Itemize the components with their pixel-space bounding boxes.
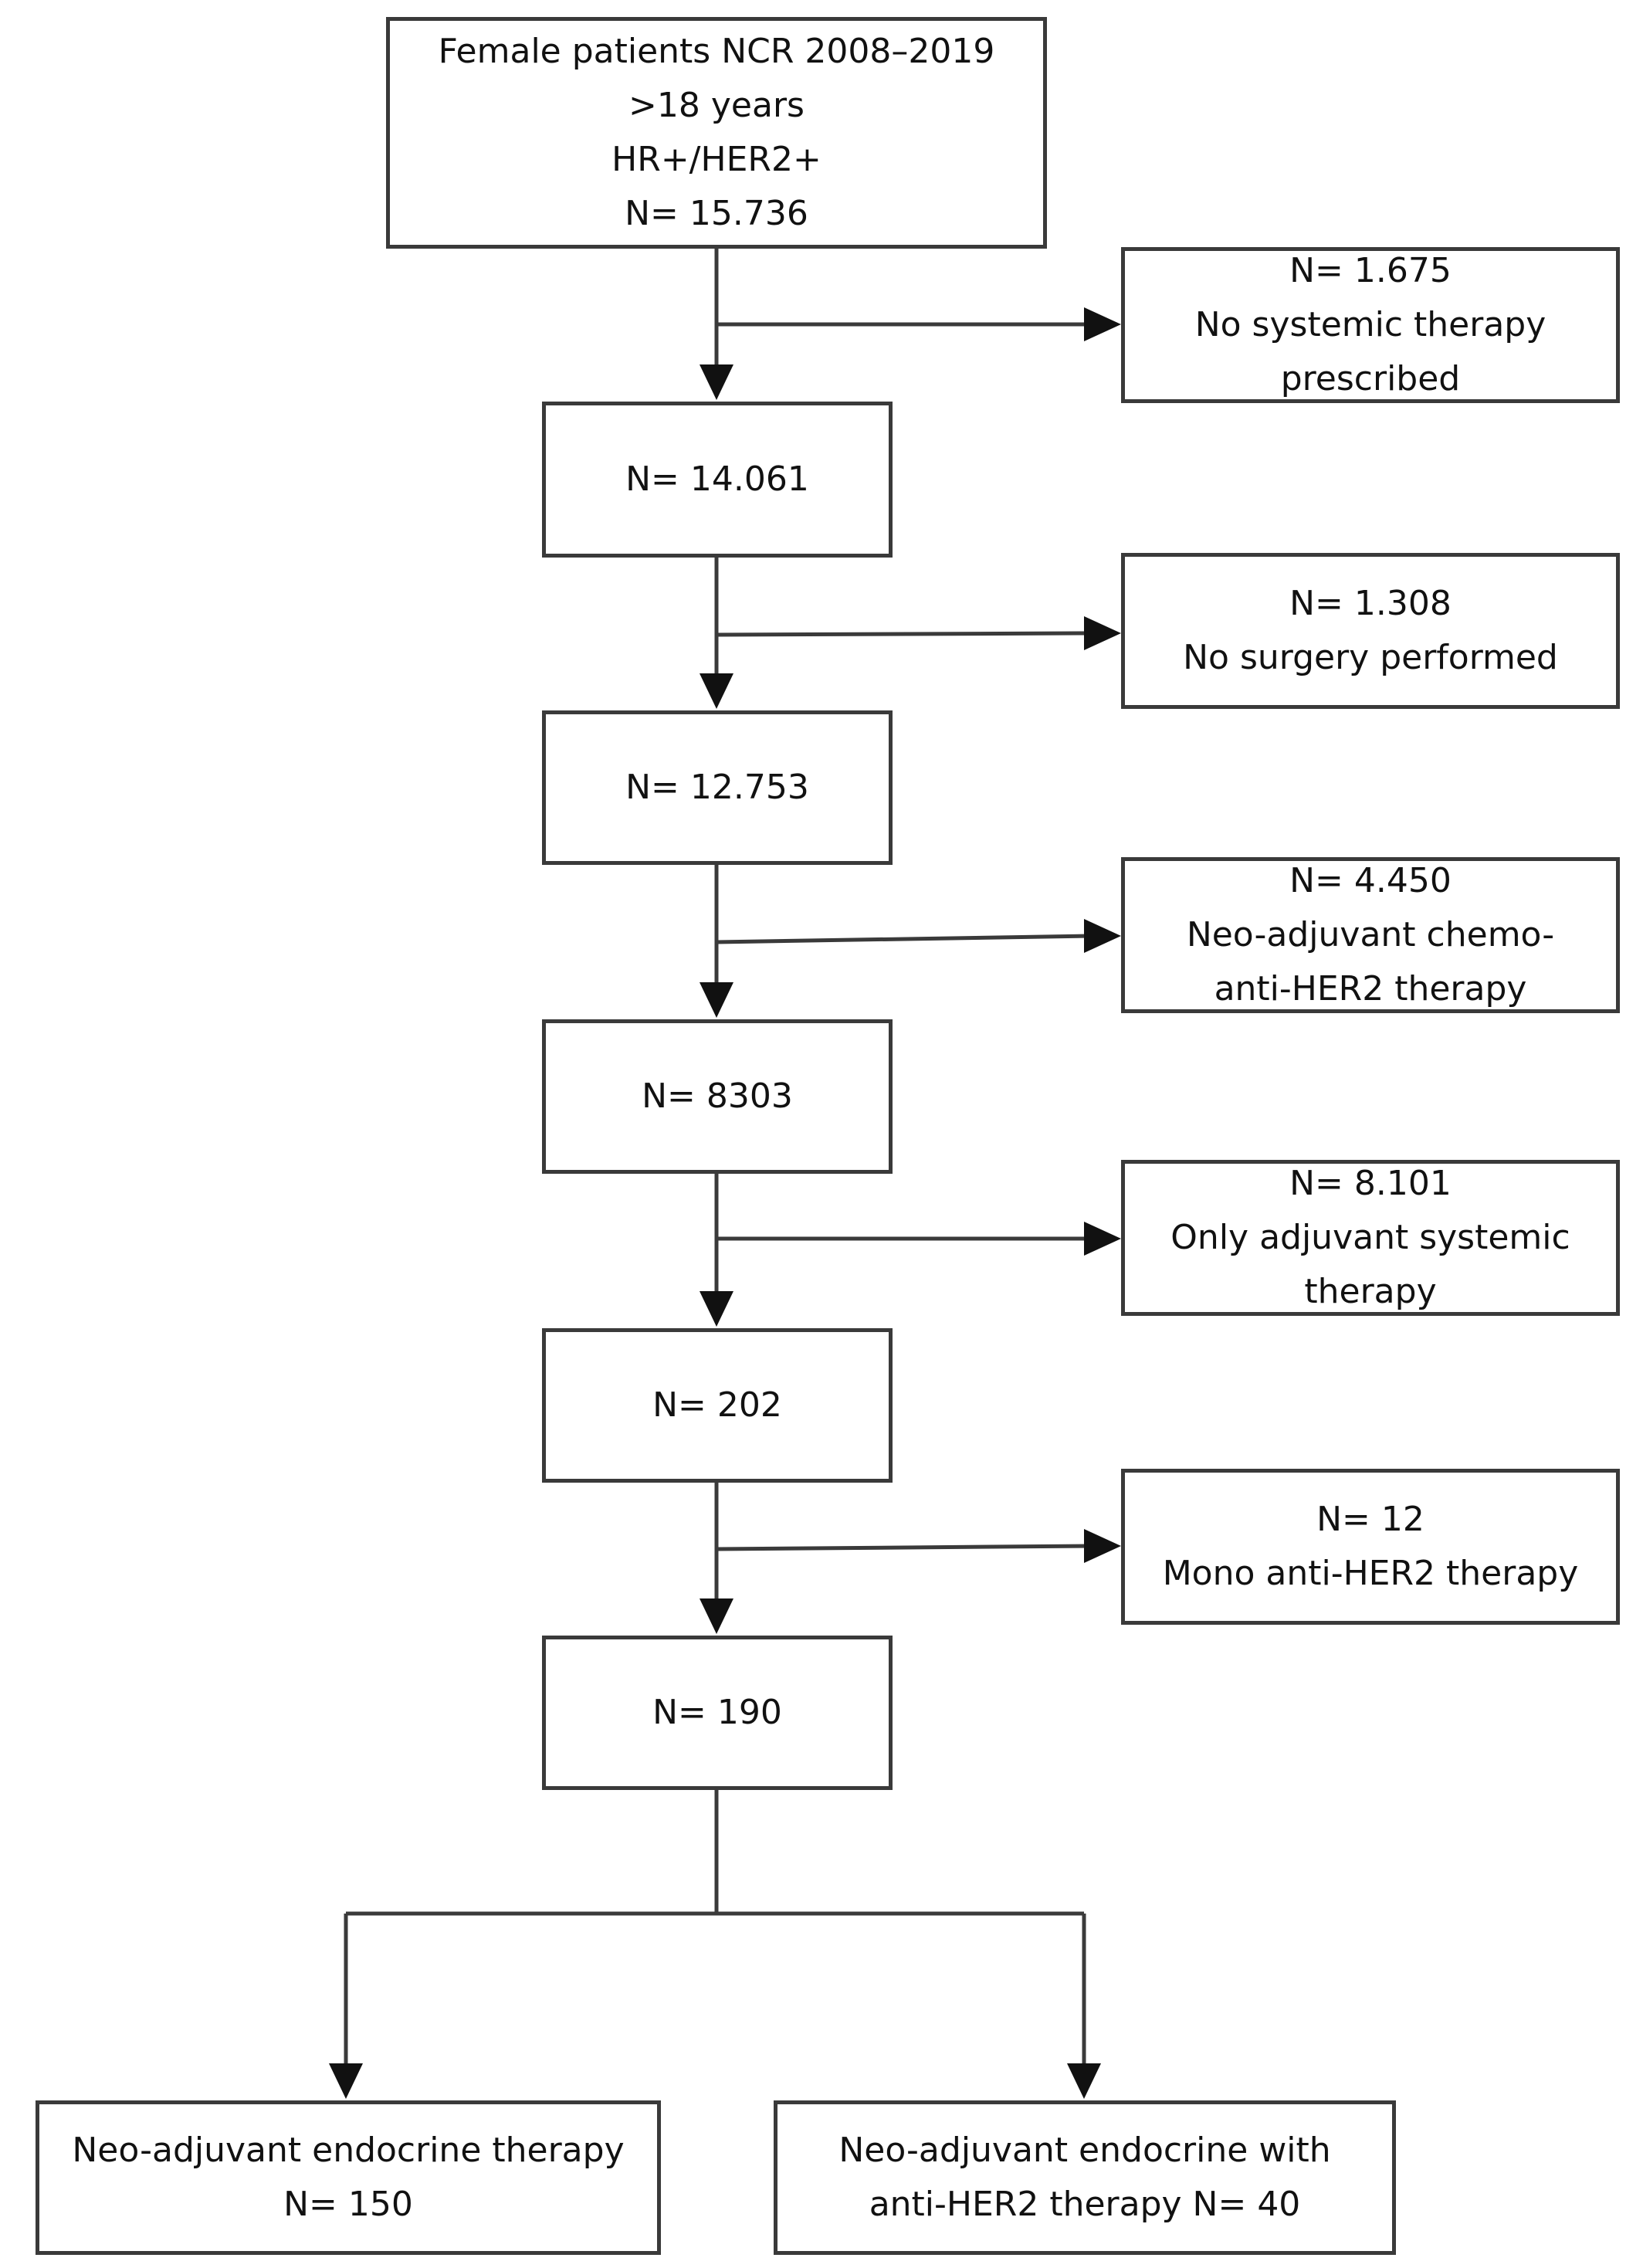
box-line: therapy (1304, 1272, 1437, 1311)
arrowhead-down-step2 (700, 673, 733, 709)
box-line: N= 190 (652, 1693, 782, 1732)
box-line: No surgery performed (1183, 638, 1558, 677)
box-final-right: Neo-adjuvant endocrine with anti-HER2 th… (774, 2100, 1396, 2255)
box-line: anti-HER2 therapy N= 40 (869, 2185, 1301, 2224)
box-line: N= 12.753 (625, 768, 809, 807)
box-line: Neo-adjuvant endocrine with (838, 2131, 1331, 2170)
box-step-3: N= 8303 (542, 1019, 893, 1174)
box-inclusion-criteria: Female patients NCR 2008–2019 >18 years … (386, 17, 1047, 249)
box-step-5: N= 190 (542, 1636, 893, 1790)
arrowhead-right-exclusion-4 (1084, 1222, 1121, 1256)
box-line: Mono anti-HER2 therapy (1162, 1554, 1579, 1593)
box-line: anti-HER2 therapy (1214, 969, 1527, 1009)
connector-exclusion-2 (716, 631, 1091, 637)
arrowhead-right-exclusion-1 (1084, 307, 1121, 341)
box-line: Female patients NCR 2008–2019 (438, 32, 995, 71)
box-exclusion-5: N= 12 Mono anti-HER2 therapy (1121, 1469, 1620, 1625)
arrowhead-right-exclusion-5 (1084, 1529, 1121, 1563)
box-line: N= 150 (283, 2185, 413, 2224)
box-exclusion-1: N= 1.675 No systemic therapy prescribed (1121, 247, 1620, 403)
box-line: No systemic therapy (1194, 305, 1546, 344)
connector-exclusion-5 (716, 1544, 1091, 1551)
box-step-2: N= 12.753 (542, 710, 893, 865)
box-line: HR+/HER2+ (611, 140, 822, 179)
box-step-1: N= 14.061 (542, 402, 893, 558)
arrowhead-down-final-right (1067, 2063, 1101, 2099)
arrowhead-down-step5 (700, 1598, 733, 1634)
box-line: Only adjuvant systemic (1170, 1218, 1570, 1257)
arrowhead-down-step4 (700, 1291, 733, 1327)
box-line: N= 4.450 (1289, 861, 1452, 900)
box-exclusion-2: N= 1.308 No surgery performed (1121, 553, 1620, 709)
box-line: N= 202 (652, 1385, 782, 1425)
box-exclusion-3: N= 4.450 Neo-adjuvant chemo- anti-HER2 t… (1121, 857, 1620, 1013)
box-final-left: Neo-adjuvant endocrine therapy N= 150 (36, 2100, 661, 2255)
box-line: N= 15.736 (625, 194, 808, 233)
box-line: N= 12 (1316, 1500, 1424, 1539)
arrowhead-right-exclusion-2 (1084, 616, 1121, 650)
box-line: N= 8303 (642, 1076, 793, 1116)
arrowhead-right-exclusion-3 (1084, 919, 1121, 953)
box-step-4: N= 202 (542, 1328, 893, 1483)
box-line: N= 1.675 (1289, 251, 1452, 290)
arrowhead-down-step3 (700, 982, 733, 1018)
box-line: N= 14.061 (625, 459, 809, 499)
box-exclusion-4: N= 8.101 Only adjuvant systemic therapy (1121, 1160, 1620, 1316)
arrowhead-down-step1 (700, 364, 733, 400)
box-line: Neo-adjuvant endocrine therapy (72, 2131, 625, 2170)
box-line: >18 years (628, 86, 805, 125)
box-line: prescribed (1280, 359, 1461, 398)
connector-exclusion-3 (716, 934, 1091, 944)
arrowhead-down-final-left (329, 2063, 363, 2099)
box-line: N= 8.101 (1289, 1164, 1452, 1203)
box-line: N= 1.308 (1289, 584, 1452, 623)
box-line: Neo-adjuvant chemo- (1186, 915, 1555, 954)
